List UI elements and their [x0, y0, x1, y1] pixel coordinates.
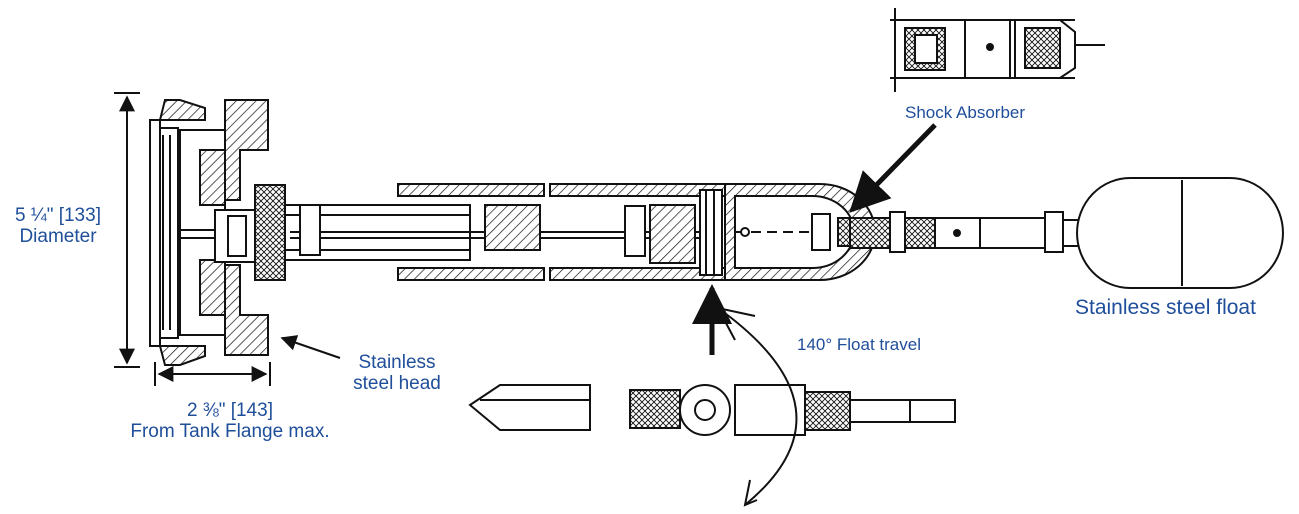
length-dimension	[154, 362, 271, 386]
length-caption: From Tank Flange max.	[130, 421, 330, 442]
main-housing	[284, 183, 876, 281]
head-line-1: Stainless	[358, 352, 436, 373]
shock-absorber-inset	[890, 8, 1105, 92]
diameter-dimension	[114, 92, 140, 368]
float-arm	[849, 211, 1084, 253]
leader-arrows	[692, 123, 937, 355]
length-value: 2 ⅜" [143]	[187, 400, 273, 421]
float-label: Stainless steel float	[1075, 296, 1256, 319]
float	[1076, 177, 1284, 289]
shock-absorber-label: Shock Absorber	[905, 103, 1026, 122]
diameter-value: 5 ¼" [133]	[15, 205, 101, 226]
diameter-caption: Diameter	[19, 226, 97, 247]
diameter-label: 5 ¼" [133] Diameter	[6, 205, 110, 247]
head-label: Stainless steel head	[338, 352, 456, 394]
length-label: 2 ⅜" [143] From Tank Flange max.	[100, 400, 360, 442]
float-travel-label: 140° Float travel	[797, 335, 921, 354]
steel-head	[149, 99, 286, 366]
head-line-2: steel head	[353, 373, 441, 394]
float-travel-detail	[468, 306, 956, 507]
head-leader	[280, 335, 341, 359]
